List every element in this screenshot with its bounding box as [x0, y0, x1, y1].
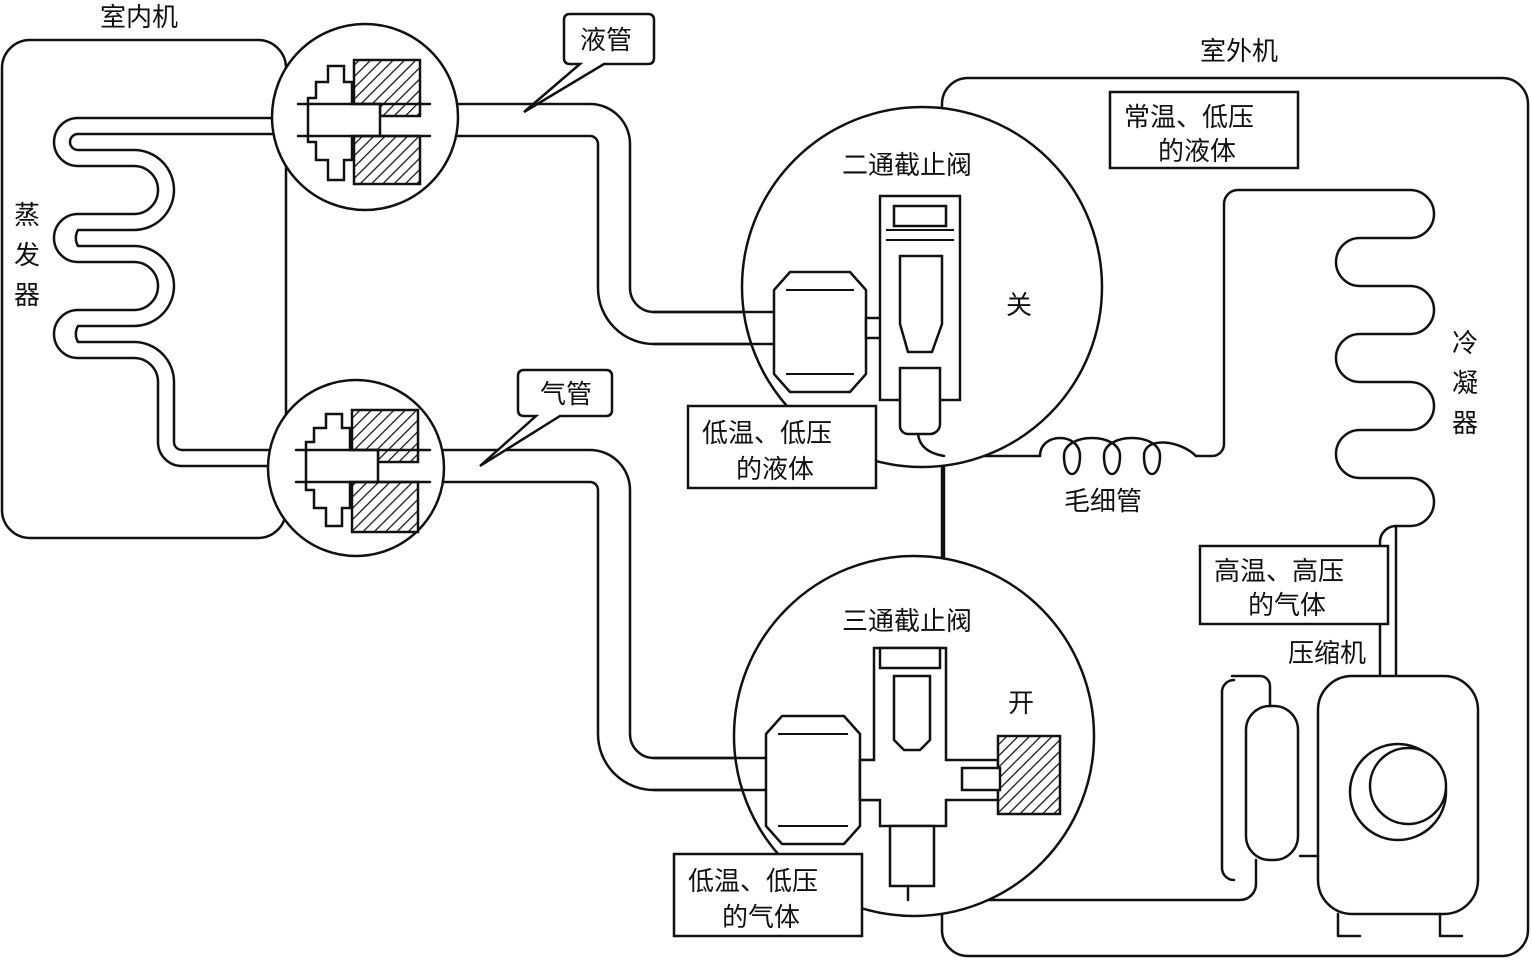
evaporator-coil-inner	[68, 132, 302, 452]
two-way-valve: 二通截止阀 关	[652, 105, 1104, 469]
state-box-liquid-pipe: 低温、低压 的液体	[686, 404, 878, 490]
gas-flare-connection	[266, 378, 446, 558]
three-way-valve: 三通截止阀 开	[652, 554, 1096, 918]
svg-text:常温、低压: 常温、低压	[1124, 103, 1254, 133]
outdoor-unit-casing	[940, 76, 1530, 958]
two-way-nut	[772, 270, 868, 394]
liquid-flare-connection	[270, 22, 460, 212]
three-way-nut	[764, 714, 862, 846]
state-box-outdoor-liquid: 常温、低压 的液体	[1108, 90, 1300, 170]
outdoor-unit-title: 室外机	[1200, 37, 1278, 67]
gas-pipe-callout: 气管	[479, 368, 614, 468]
condenser-label-char-2: 凝	[1452, 369, 1478, 399]
indoor-unit-casing	[0, 38, 288, 540]
state-box-compressor-out: 高温、高压 的气体	[1198, 544, 1390, 626]
evaporator-label-char-2: 发	[14, 241, 40, 271]
compressor: 压缩机	[1220, 639, 1480, 938]
liquid-pipe-callout: 液管	[523, 12, 656, 114]
two-way-valve-name: 二通截止阀	[842, 151, 972, 181]
outdoor-unit: 室外机	[940, 37, 1530, 958]
capillary-tube	[1038, 436, 1198, 476]
condenser-label-char-1: 冷	[1452, 329, 1478, 359]
gas-pipe	[428, 448, 782, 792]
condenser-label-char-3: 器	[1452, 409, 1478, 439]
gas-pipe-label: 气管	[540, 380, 592, 410]
svg-text:的气体: 的气体	[722, 903, 800, 933]
evaporator-label-char-3: 器	[14, 281, 40, 311]
evaporator-label-char-1: 蒸	[14, 201, 40, 231]
compressor-label: 压缩机	[1288, 639, 1366, 669]
svg-text:的气体: 的气体	[1248, 591, 1326, 621]
svg-text:高温、高压: 高温、高压	[1214, 557, 1344, 587]
svg-text:的液体: 的液体	[1158, 137, 1236, 167]
indoor-unit: 室内机 蒸 发 器	[0, 3, 302, 540]
svg-text:的液体: 的液体	[736, 455, 814, 485]
liquid-pipe-label: 液管	[580, 26, 632, 56]
indoor-unit-title: 室内机	[100, 3, 178, 33]
evaporator-coil-outer	[52, 116, 302, 468]
state-box-gas-pipe: 低温、低压 的气体	[672, 852, 864, 938]
two-way-valve-state: 关	[1006, 291, 1032, 321]
three-way-valve-state: 开	[1008, 689, 1034, 719]
three-way-valve-name: 三通截止阀	[842, 607, 972, 637]
svg-text:低温、低压: 低温、低压	[702, 419, 832, 449]
liquid-pipe	[428, 102, 782, 346]
accumulator	[1244, 704, 1300, 862]
condenser-coil	[1194, 188, 1436, 678]
capillary-label: 毛细管	[1064, 487, 1142, 517]
svg-text:低温、低压: 低温、低压	[688, 867, 818, 897]
